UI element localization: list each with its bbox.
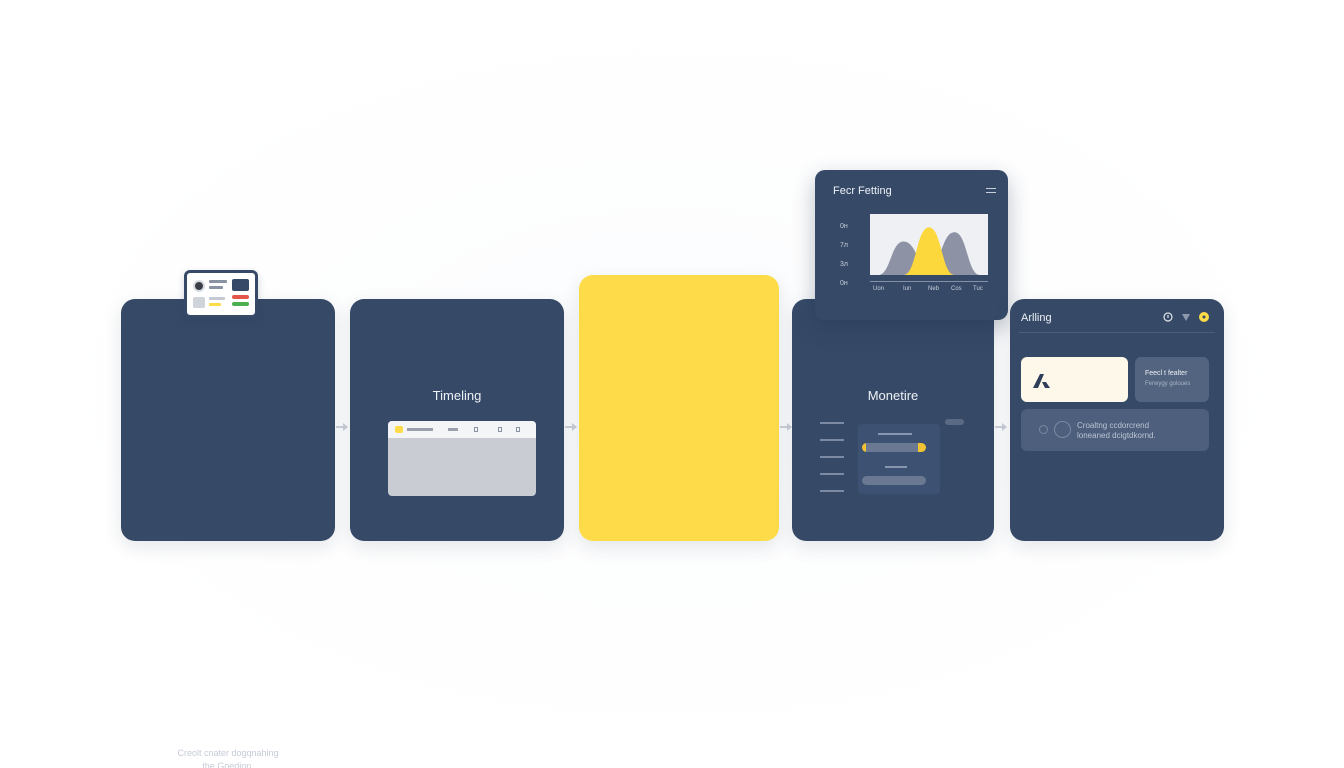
list-item-text: Croaltng ccdorcrend loneaned dcigtdkornd… [1077, 421, 1197, 441]
divider [1019, 332, 1215, 333]
avatar-placeholder-icon [1054, 421, 1071, 438]
list-line [820, 490, 844, 492]
thumbnail-line [209, 280, 227, 283]
step-card-1-text-line1: Creolt cnater dogqnahing [177, 748, 279, 758]
thumbnail-green-bar [232, 302, 249, 306]
step-card-1-description: Creolt cnater dogqnahing the Goedion. [121, 747, 335, 768]
slider-label [878, 433, 912, 435]
browser-toolbar [388, 421, 536, 438]
flow-arrow [336, 423, 348, 431]
thumbnail-line [209, 297, 225, 300]
thumbnail-block [193, 297, 205, 308]
shield-icon[interactable] [1181, 312, 1191, 322]
chart-title: Fecr Fetting [833, 185, 892, 197]
slider-track[interactable] [862, 443, 926, 452]
browser-action-icon [516, 427, 520, 432]
list-line [820, 473, 844, 475]
x-tick-label: Neb [928, 286, 940, 292]
flow-arrow [565, 423, 577, 431]
menu-icon[interactable] [986, 188, 996, 196]
slider-track[interactable] [862, 476, 926, 485]
slider-label [885, 466, 907, 468]
list-item-line2: loneaned dcigtdkornd. [1077, 431, 1156, 440]
step-card-1: Creolt cnater dogqnahing the Goedion. [121, 299, 335, 768]
x-tick-label: Cos [951, 286, 962, 292]
brand-logo-icon [1033, 374, 1050, 388]
x-axis-line [870, 281, 988, 282]
browser-url-bar [407, 428, 433, 431]
flow-arrow [780, 423, 792, 431]
area-series-0 [878, 232, 980, 275]
browser-tab-icon [395, 426, 403, 433]
feature-card-subtitle: Ferwygy goloues [1145, 381, 1191, 387]
browser-window-mock [388, 421, 536, 496]
feature-card-title: Feecl t fealter [1145, 370, 1188, 377]
flow-arrow [995, 423, 1007, 431]
browser-action-icon [498, 427, 502, 432]
thumbnail-red-bar [232, 295, 249, 299]
status-chip [945, 419, 964, 425]
browser-action-icon [474, 427, 478, 432]
list-line [820, 456, 844, 458]
thumbnail-line [209, 286, 223, 289]
radio-icon [1039, 425, 1048, 434]
browser-url-bar-short [448, 428, 458, 431]
y-tick-label: 7л [840, 242, 848, 249]
y-tick-label: 0н [840, 223, 848, 230]
step-card-2 [350, 299, 564, 541]
notification-icon[interactable] [1199, 312, 1209, 322]
x-tick-label: Tuc [973, 286, 983, 292]
step-card-3-highlight [579, 275, 779, 541]
x-tick-label: Iun [903, 286, 912, 292]
step-card-1-text-line2: the Goedion. [202, 761, 254, 768]
feature-card[interactable]: Feecl t fealter Ferwygy goloues [1135, 357, 1209, 402]
thumbnail-line [209, 303, 221, 306]
list-line [820, 422, 844, 424]
list-item-row[interactable]: Croaltng ccdorcrend loneaned dcigtdkornd… [1021, 409, 1209, 451]
x-tick-label: Uon [873, 286, 885, 292]
chart-popup: Fecr Fetting 0н 7л 3л 0н Uon Iun Neb Cos… [815, 170, 1008, 320]
list-line [820, 439, 844, 441]
logo-card[interactable] [1021, 357, 1128, 402]
list-item-line1: Croaltng ccdorcrend [1077, 421, 1150, 430]
avatar-icon [193, 280, 205, 292]
y-tick-label: 3л [840, 261, 848, 268]
area-chart [878, 227, 980, 275]
y-tick-label: 0н [840, 280, 848, 287]
step-card-5-title: Arlling [1021, 312, 1052, 324]
info-icon[interactable] [1163, 312, 1173, 322]
step-card-4-title: Monetire [867, 388, 919, 403]
step-card-2-title: Timeling [432, 388, 482, 403]
area-series-2 [878, 227, 980, 275]
thumbnail-block [232, 279, 249, 291]
profile-thumbnail [184, 270, 258, 318]
